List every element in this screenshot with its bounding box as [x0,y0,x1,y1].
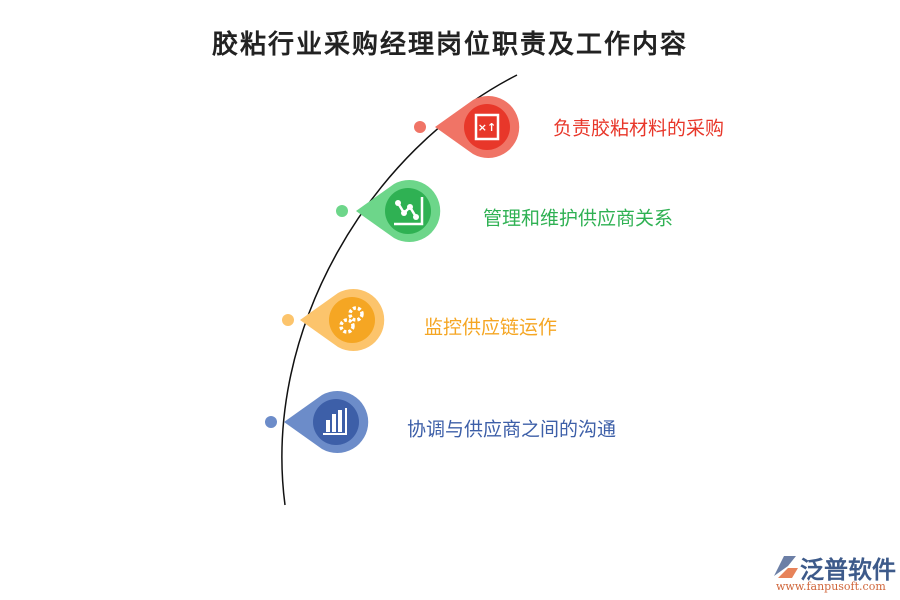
logo-name: 泛普软件 [800,556,896,584]
item-label-1: 负责胶粘材料的采购 [553,117,725,140]
marker-1: ×↑ [414,96,520,158]
line-chart-icon [394,197,424,226]
marker-4 [265,390,369,453]
marker-3 [282,289,385,351]
timeline-dot [282,314,294,326]
gears-icon [339,306,364,334]
logo-icon [774,556,798,578]
marker-2 [336,180,441,242]
timeline-dot [265,416,277,428]
item-label-3: 监控供应链运作 [424,316,558,339]
marker-inner-circle [385,188,431,234]
logo-url: www.fanpusoft.com [776,580,886,593]
svg-text:×↑: ×↑ [478,121,496,134]
strategy-board-icon: ×↑ [474,113,500,141]
timeline-dot [414,121,426,133]
page-title: 胶粘行业采购经理岗位职责及工作内容 [211,30,688,60]
item-label-2: 管理和维护供应商关系 [483,207,674,230]
item-label-4: 协调与供应商之间的沟通 [407,418,617,441]
bar-chart-icon [323,408,347,435]
timeline-dot [336,205,348,217]
